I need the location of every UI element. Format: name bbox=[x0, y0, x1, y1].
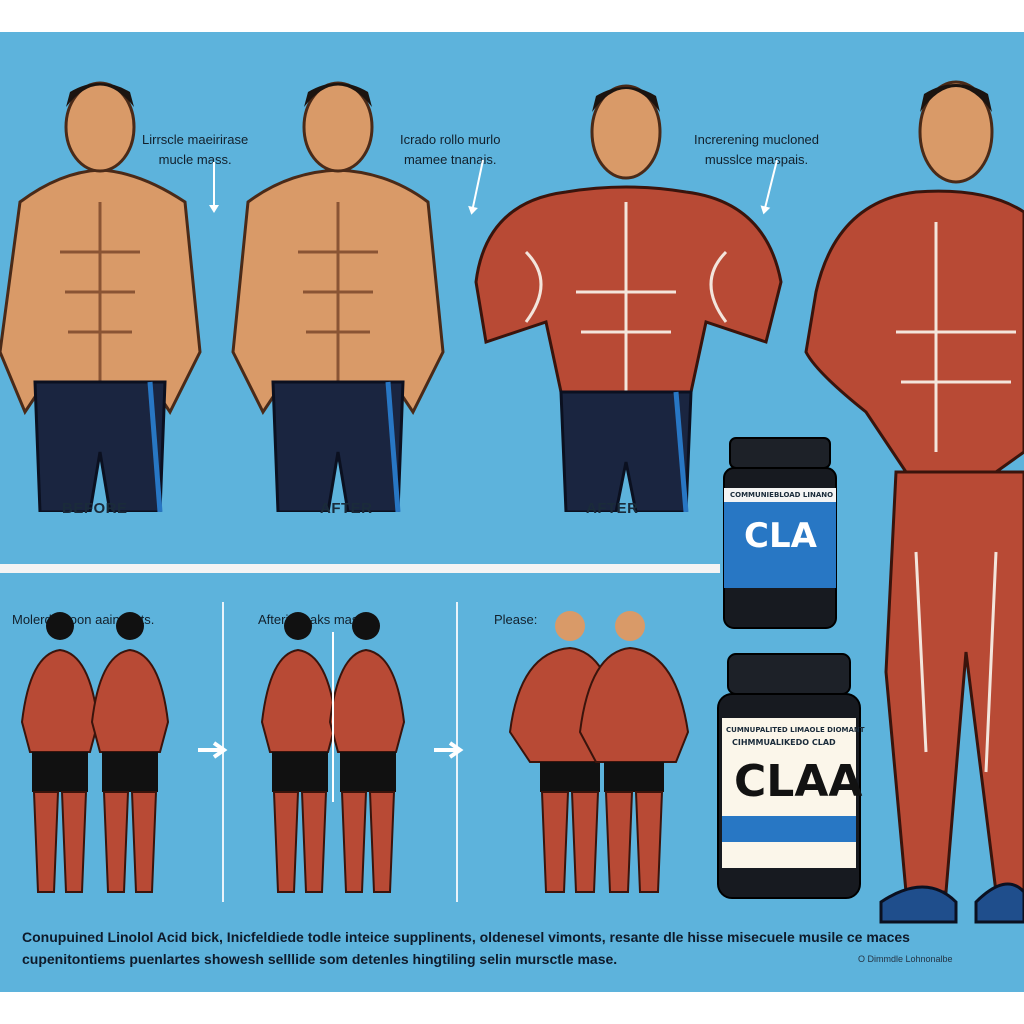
cla-jar-small bbox=[723, 437, 837, 629]
figure-pair-1 bbox=[20, 612, 170, 893]
figure-after-1 bbox=[231, 81, 445, 512]
cla-jar-small-brand: CLA bbox=[744, 516, 817, 556]
callout-arrow-1 bbox=[209, 162, 219, 213]
stage-label-before: BEFORE bbox=[62, 500, 128, 517]
stage-label-after-2: AFTER bbox=[586, 500, 639, 517]
row-label-3: Please: bbox=[494, 612, 538, 627]
credit: O Dimmdle Lohnonalbe bbox=[858, 954, 953, 964]
figure-pair-2 bbox=[260, 612, 406, 893]
figure-pair-3 bbox=[508, 611, 690, 893]
caption-line-1: Conupuined Linolol Acid bick, Inicfeldie… bbox=[22, 929, 910, 945]
caption: Conupuined Linolol Acid bick, Inicfeldie… bbox=[22, 926, 1022, 970]
infographic-canvas: Lirrscle maeirirase mucle mass. Icrado r… bbox=[0, 32, 1024, 992]
arrow-right-icon bbox=[434, 741, 464, 759]
figure-before bbox=[0, 81, 202, 512]
callout-2: Icrado rollo murlo mamee tnanais. bbox=[400, 130, 500, 170]
cla-jar-large-sub-text: CIHMMUALIKEDO CLAD bbox=[732, 738, 836, 747]
cla-jar-large-top-text: CUMNUPALITED LIMAOLE DIOMANT bbox=[726, 726, 865, 734]
callout-3: Increrening mucloned musslce maspais. bbox=[694, 130, 819, 170]
cla-jar-large-brand: CLAA bbox=[734, 756, 863, 807]
section-divider bbox=[0, 564, 720, 573]
cla-jar-large bbox=[717, 653, 861, 899]
caption-line-2: cupenitontiems puenlartes showesh sellli… bbox=[22, 951, 618, 967]
callout-3-line1: Increrening mucloned bbox=[694, 132, 820, 147]
cla-jar-small-top-text: COMMUNIEBLOAD LINANO bbox=[730, 491, 834, 499]
figure-full-body bbox=[804, 80, 1024, 924]
figure-after-2 bbox=[474, 84, 783, 512]
callout-1-line1: Lirrscle maeirirase bbox=[142, 132, 249, 147]
callout-2-line2: mamee tnanais. bbox=[403, 152, 497, 167]
callout-3-line2: musslce maspais. bbox=[704, 152, 809, 167]
stage-label-after-1: AFTER bbox=[320, 500, 373, 517]
callout-2-line1: Icrado rollo murlo bbox=[400, 132, 501, 147]
arrow-right-icon bbox=[198, 741, 228, 759]
